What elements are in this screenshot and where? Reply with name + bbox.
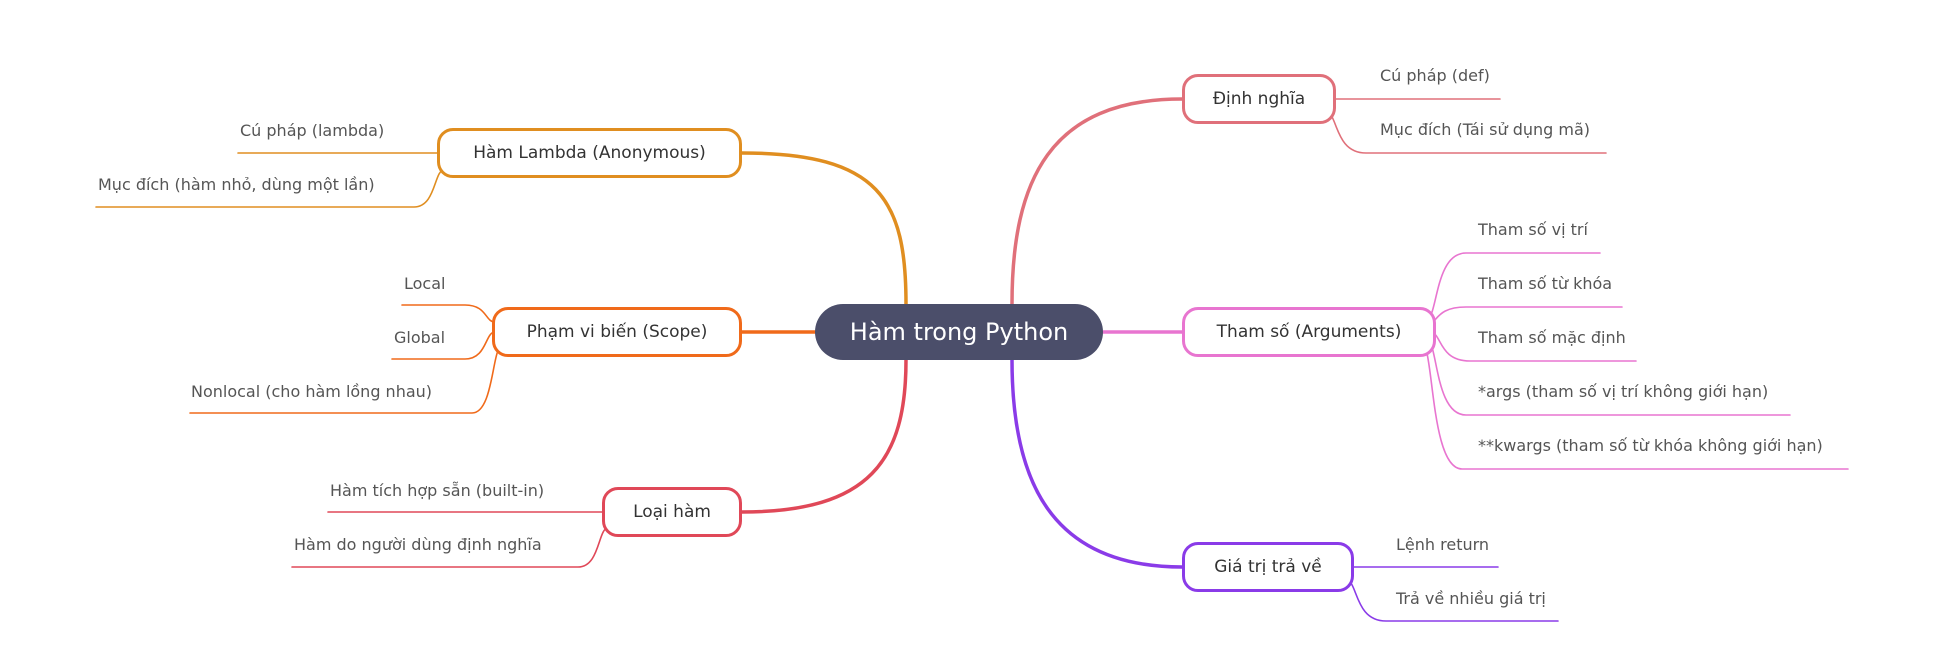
connector-leaf-local — [401, 304, 496, 323]
root-node[interactable]: Hàm trong Python — [815, 304, 1103, 360]
leaf-global: Global — [394, 328, 446, 347]
connector-leaf-args — [1425, 337, 1791, 416]
leaf-tham-so-tu-khoa: Tham số từ khóa — [1478, 274, 1613, 293]
connector-root-loai-ham — [740, 358, 908, 514]
branch-label: Tham số (Arguments) — [1216, 322, 1402, 342]
leaf-tham-so-vi-tri: Tham số vị trí — [1478, 220, 1588, 239]
leaf-args: *args (tham số vị trí không giới hạn) — [1478, 382, 1769, 401]
branch-label: Định nghĩa — [1212, 89, 1306, 109]
branch-tham-so[interactable]: Tham số (Arguments) — [1182, 307, 1436, 357]
leaf-ham-tich-hop-san: Hàm tích hợp sẵn (built-in) — [330, 481, 545, 500]
root-label: Hàm trong Python — [849, 318, 1069, 346]
leaf-tra-ve-nhieu-gia-tri: Trả về nhiều giá trị — [1396, 589, 1546, 608]
leaf-cu-phap-def: Cú pháp (def) — [1380, 66, 1490, 85]
branch-label: Loại hàm — [633, 502, 711, 522]
connector-leaf-tu-khoa — [1425, 306, 1623, 326]
leaf-lenh-return: Lệnh return — [1396, 535, 1490, 554]
leaf-muc-dich-tai-su-dung: Mục đích (Tái sử dụng mã) — [1380, 120, 1591, 139]
connector-root-gia-tri — [1010, 358, 1184, 569]
leaf-kwargs: **kwargs (tham số từ khóa không giới hạn… — [1478, 436, 1823, 455]
leaf-ham-nguoi-dung: Hàm do người dùng định nghĩa — [294, 535, 542, 554]
leaf-tham-so-mac-dinh: Tham số mặc định — [1478, 328, 1626, 347]
branch-gia-tri-tra-ve[interactable]: Giá trị trả về — [1182, 542, 1354, 592]
connector-root-ham-lambda — [740, 151, 908, 306]
branch-pham-vi-bien[interactable]: Phạm vi biến (Scope) — [492, 307, 742, 357]
branch-label: Giá trị trả về — [1214, 557, 1322, 577]
branch-dinh-nghia[interactable]: Định nghĩa — [1182, 74, 1336, 124]
branch-label: Phạm vi biến (Scope) — [526, 322, 708, 342]
leaf-cu-phap-lambda: Cú pháp (lambda) — [240, 121, 385, 140]
connector-leaf-nonlocal — [189, 345, 503, 414]
branch-loai-ham[interactable]: Loại hàm — [602, 487, 742, 537]
connector-root-dinh-nghia — [1010, 97, 1184, 306]
branch-label: Hàm Lambda (Anonymous) — [473, 143, 706, 163]
leaf-local: Local — [404, 274, 446, 293]
leaf-nonlocal: Nonlocal (cho hàm lồng nhau) — [191, 382, 433, 401]
branch-ham-lambda[interactable]: Hàm Lambda (Anonymous) — [437, 128, 742, 178]
leaf-muc-dich-ham-nho: Mục đích (hàm nhỏ, dùng một lần) — [98, 175, 375, 194]
